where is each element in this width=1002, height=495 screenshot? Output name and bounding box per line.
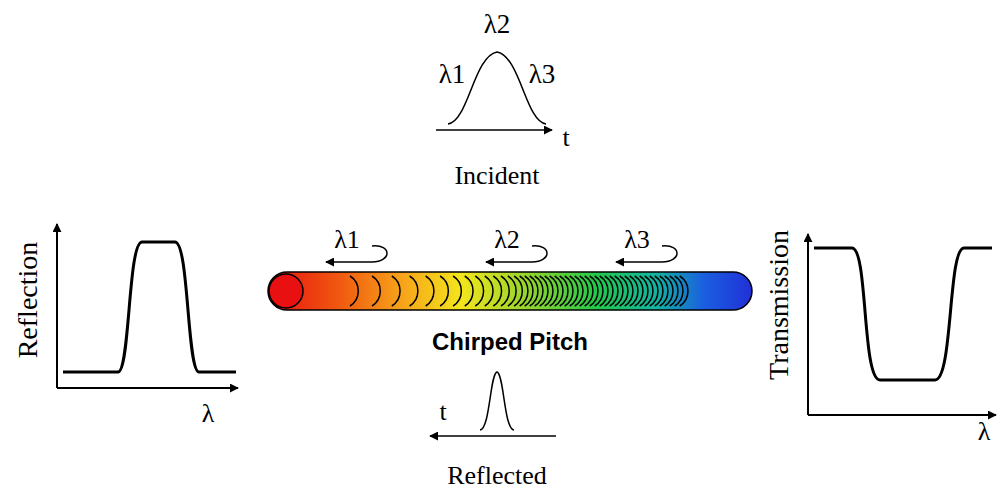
transmission-plot (808, 234, 996, 415)
fiber-grating (268, 272, 752, 310)
reflection-plot (57, 224, 238, 388)
pulse-caption: Incident (454, 163, 539, 189)
wavelength-label: λ3 (529, 61, 556, 88)
axis-label: λ (978, 419, 991, 445)
axis-title: Reflection (14, 242, 42, 359)
wavelength-label: λ1 (439, 61, 466, 88)
wavelength-label: λ2 (484, 11, 511, 38)
axis-title: Transmission (765, 230, 793, 380)
axis-label: λ (202, 401, 215, 427)
wavelength-label: λ2 (494, 227, 520, 253)
pulse-caption: Reflected (447, 463, 547, 489)
axis-label: t (562, 125, 569, 151)
wavelength-label: λ1 (334, 227, 360, 253)
wavelength-label: λ3 (624, 227, 650, 253)
axis-label: t (439, 399, 446, 425)
component-name: Chirped Pitch (432, 330, 588, 354)
reflected-pulse (430, 372, 556, 436)
